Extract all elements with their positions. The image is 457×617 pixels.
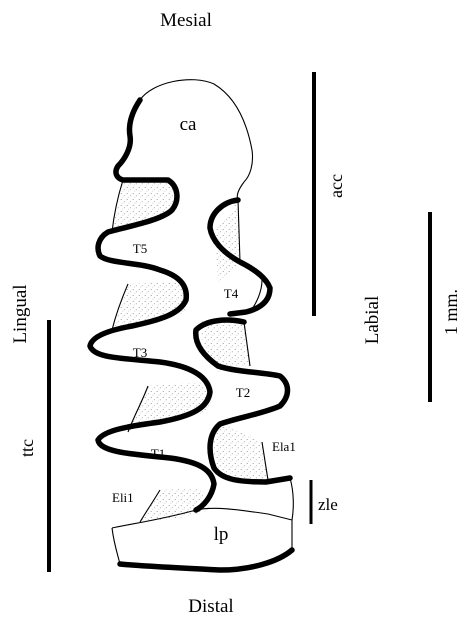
border-t2 xyxy=(193,317,293,485)
ela1-label: Ela1 xyxy=(272,439,296,454)
lp-piece xyxy=(111,507,293,550)
lp-label: lp xyxy=(214,524,229,545)
eli1-label: Eli1 xyxy=(112,490,134,505)
thick-borders xyxy=(87,97,295,573)
acc-label: acc xyxy=(326,174,346,198)
shade-t2-left xyxy=(199,320,250,372)
t4-label: T4 xyxy=(224,286,239,301)
measure-bars xyxy=(47,72,432,572)
inner-t2-line xyxy=(243,321,251,367)
inner-t4-line xyxy=(237,199,241,263)
shade-t5-upper xyxy=(110,180,177,236)
lp-left-edge xyxy=(111,527,121,565)
labial-label: Labial xyxy=(362,296,383,345)
t1-label: T1 xyxy=(151,446,165,461)
scale-label: 1 mm. xyxy=(441,289,457,335)
distal-label: Distal xyxy=(188,596,233,617)
ttc-label: ttc xyxy=(17,439,37,457)
t3-label: T3 xyxy=(133,345,147,360)
crown-cap-outline xyxy=(139,79,254,183)
ela1-right-edge xyxy=(261,441,269,481)
lp-top-outline xyxy=(111,507,293,550)
border-lp-bottom xyxy=(117,547,295,573)
zle-label: zle xyxy=(318,495,338,514)
mesial-label: Mesial xyxy=(160,10,212,31)
lingual-label: Lingual xyxy=(10,284,31,343)
left-edge-t5 xyxy=(111,179,124,233)
lp-right-edge xyxy=(289,477,294,521)
left-edge-t3 xyxy=(111,283,129,331)
shade-ela1 xyxy=(212,424,268,482)
t2-label: T2 xyxy=(236,385,250,400)
shade-t1-upper xyxy=(128,382,210,432)
border-ca-left xyxy=(87,97,217,513)
ca-label: ca xyxy=(180,114,197,135)
shade-t3-upper xyxy=(114,282,189,330)
t5-label: T5 xyxy=(133,241,147,256)
border-t4 xyxy=(207,197,273,317)
shade-eli1 xyxy=(140,488,210,522)
eli1-left-edge xyxy=(139,489,161,523)
